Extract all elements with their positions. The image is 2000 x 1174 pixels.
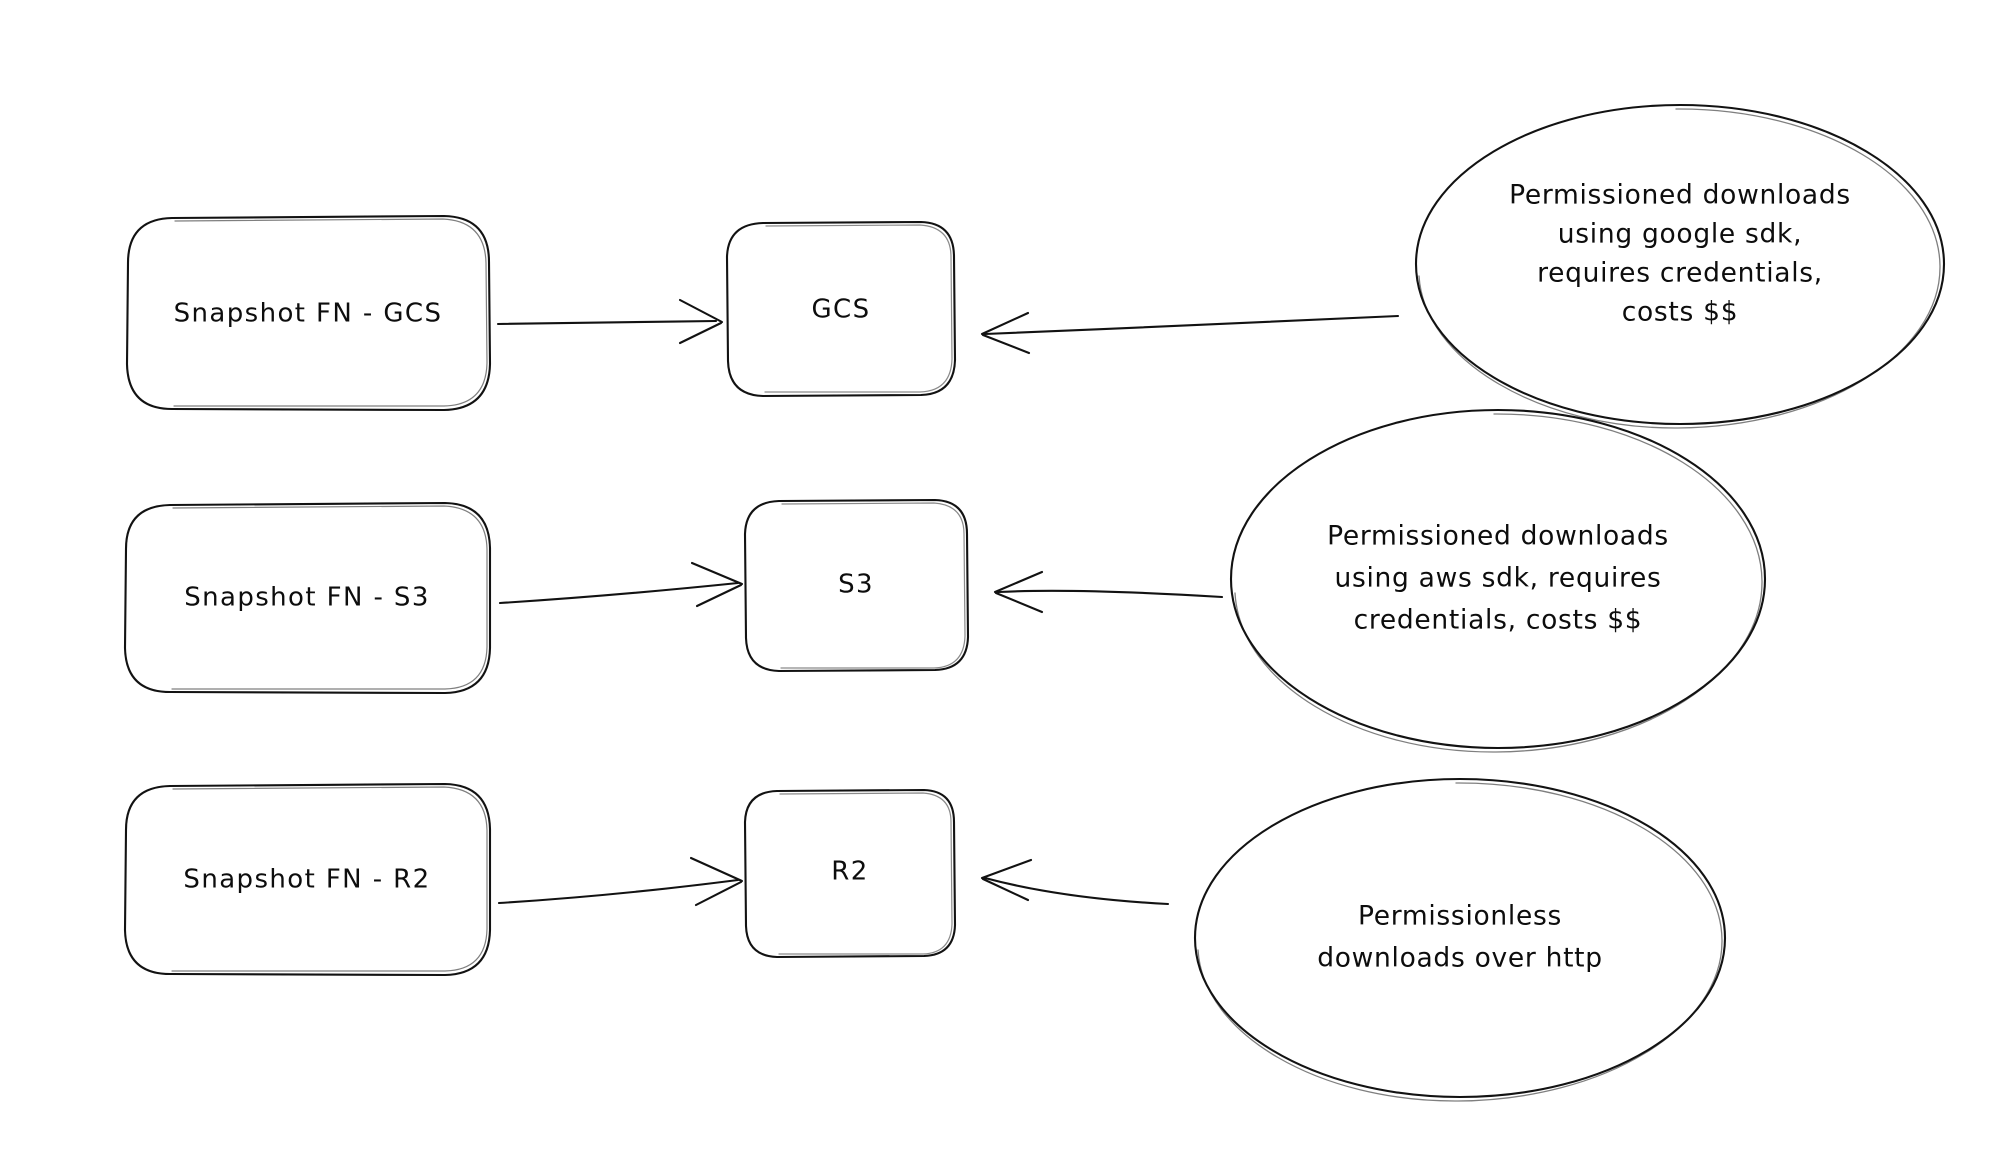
node-s3[interactable]: S3 — [743, 498, 970, 673]
node-label-r2: R2 — [831, 857, 868, 887]
note-line: Permissioned downloads — [1509, 180, 1851, 211]
row-gcs: Snapshot FN - GCS GCS — [125, 103, 1946, 429]
note-line: using google sdk, — [1558, 219, 1802, 250]
note-line: requires credentials, — [1537, 258, 1823, 289]
node-snapshot-fn-gcs[interactable]: Snapshot FN - GCS — [125, 214, 492, 412]
note-line: costs $$ — [1622, 297, 1739, 328]
node-label-snapshot-fn-gcs: Snapshot FN - GCS — [174, 299, 443, 329]
arrow-note-gcs-to-gcs — [980, 311, 1400, 355]
node-label-gcs: GCS — [811, 295, 870, 325]
arrow-snapshot-fn-gcs-to-gcs — [496, 298, 724, 345]
row-s3: Snapshot FN - S3 S3 — [123, 408, 1767, 753]
note-line: using aws sdk, requires — [1334, 563, 1661, 594]
note-line: credentials, costs $$ — [1354, 605, 1643, 636]
node-gcs[interactable]: GCS — [725, 220, 957, 398]
note-line: downloads over http — [1317, 943, 1603, 974]
node-r2[interactable]: R2 — [743, 788, 957, 959]
note-line: Permissioned downloads — [1327, 521, 1669, 552]
node-snapshot-fn-r2[interactable]: Snapshot FN - R2 — [123, 782, 492, 977]
note-ellipse-s3[interactable]: Permissioned downloads using aws sdk, re… — [1229, 408, 1767, 753]
note-line: Permissionless — [1358, 901, 1562, 932]
arrow-note-s3-to-s3 — [993, 570, 1224, 614]
node-label-s3: S3 — [838, 570, 874, 600]
node-snapshot-fn-s3[interactable]: Snapshot FN - S3 — [123, 501, 492, 695]
arrow-snapshot-fn-s3-to-s3 — [498, 561, 744, 608]
node-label-snapshot-fn-r2: Snapshot FN - R2 — [183, 865, 430, 895]
row-r2: Snapshot FN - R2 R2 — [123, 777, 1727, 1102]
arrow-note-r2-to-r2 — [980, 858, 1170, 906]
note-ellipse-r2[interactable]: Permissionless downloads over http — [1193, 777, 1727, 1102]
node-label-snapshot-fn-s3: Snapshot FN - S3 — [184, 583, 430, 613]
arrow-snapshot-fn-r2-to-r2 — [497, 856, 744, 907]
note-ellipse-gcs[interactable]: Permissioned downloads using google sdk,… — [1414, 103, 1946, 429]
